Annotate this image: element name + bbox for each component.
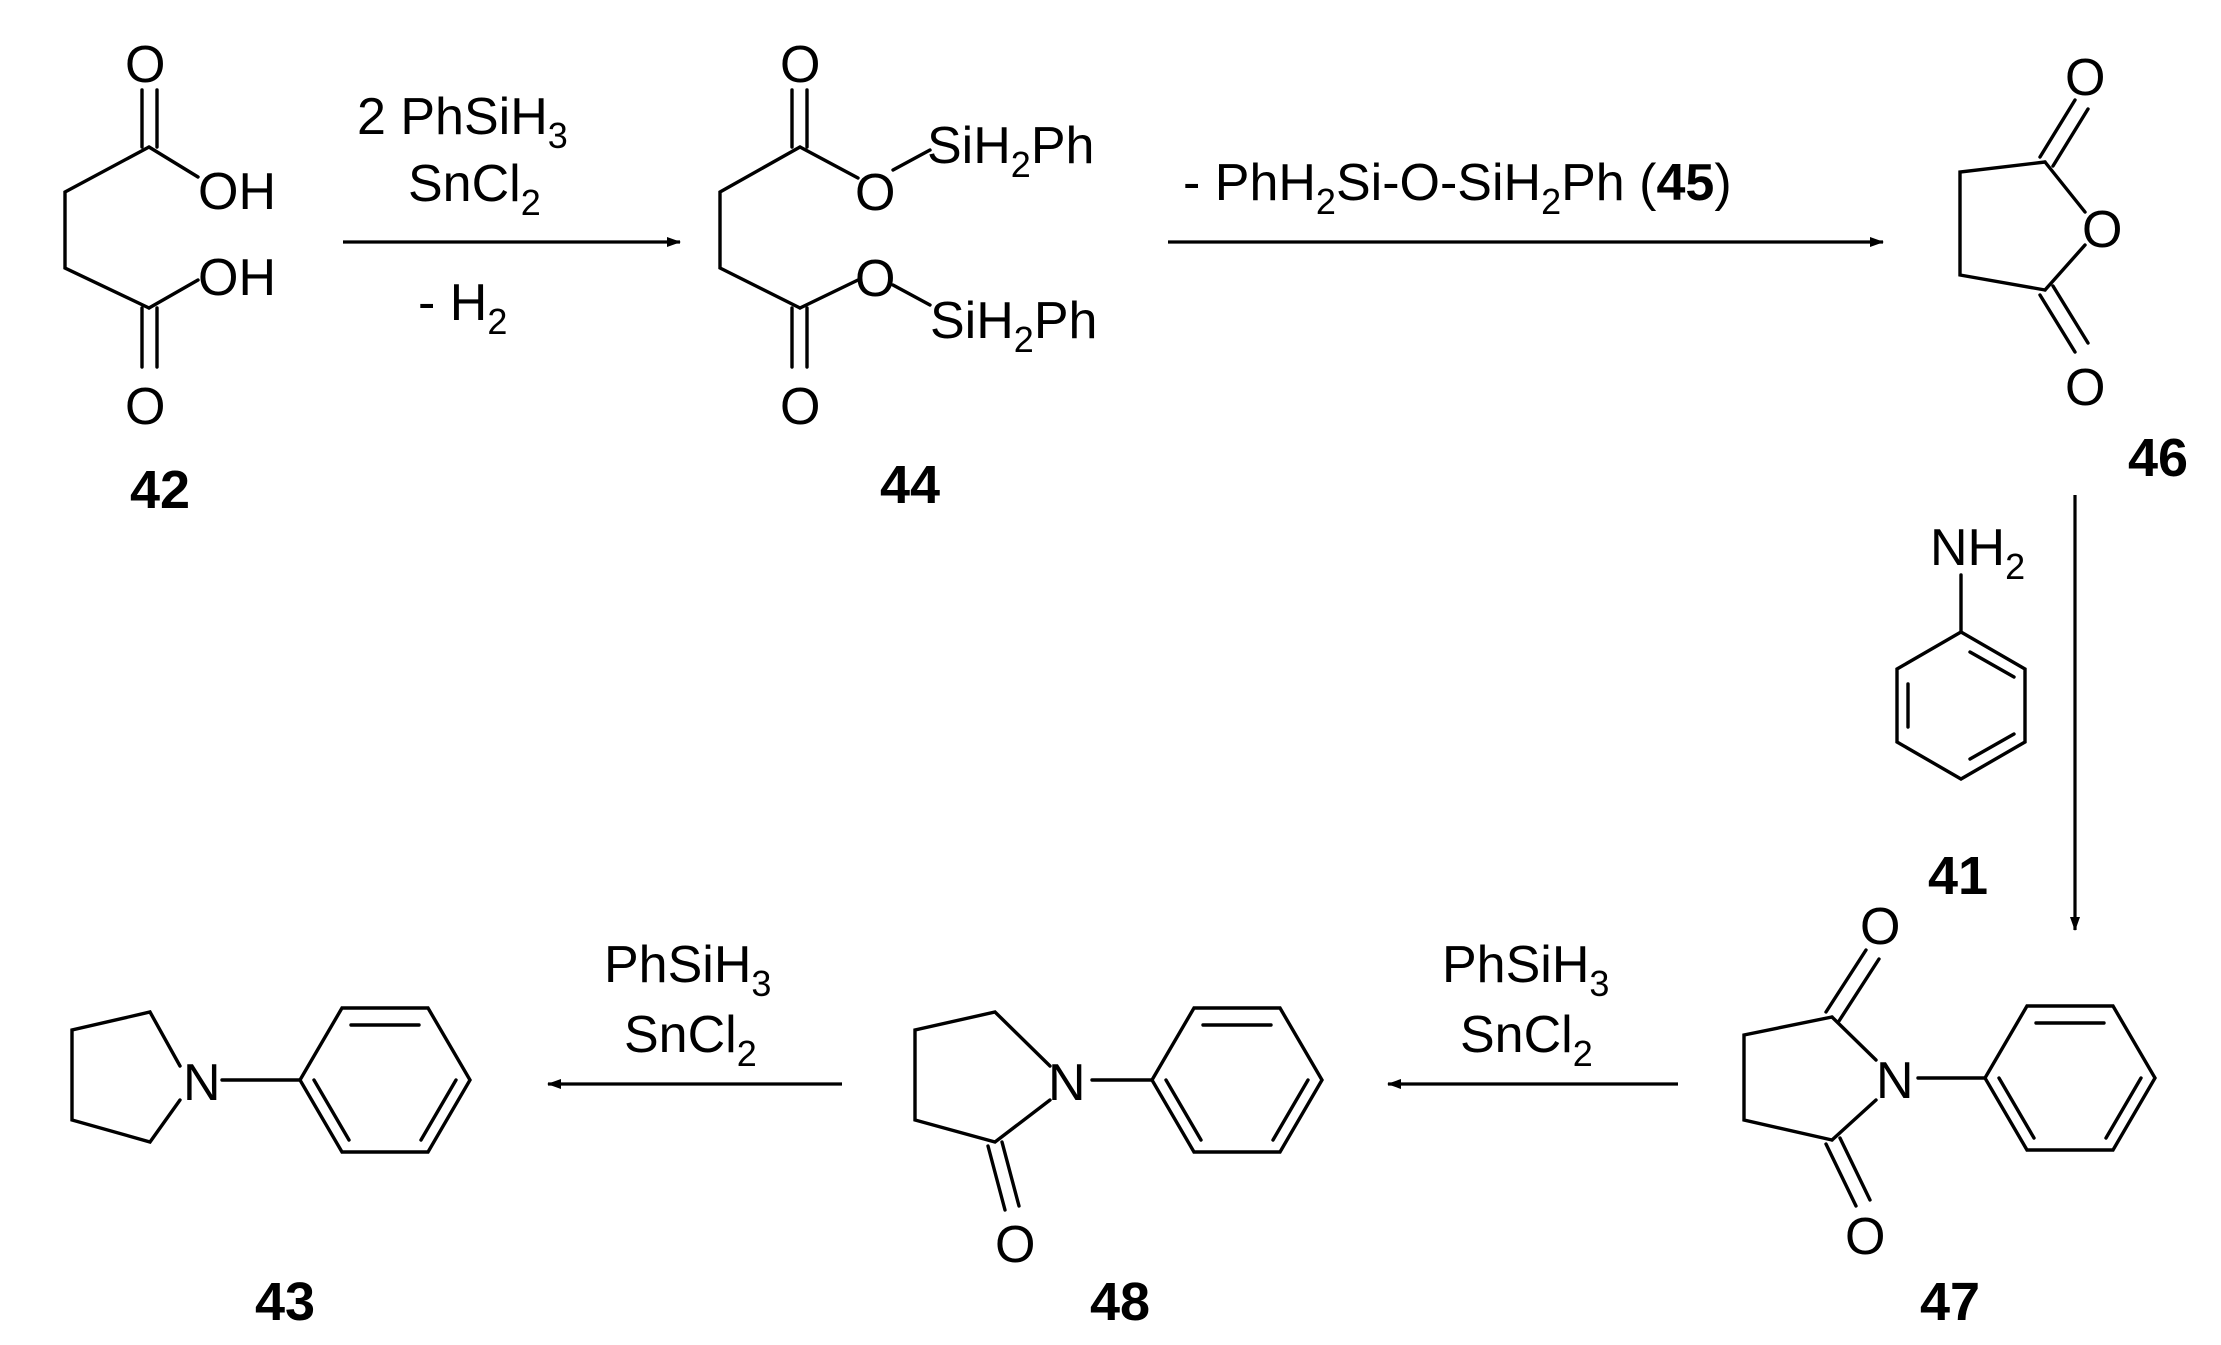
atom-o-42-top: O: [125, 36, 165, 94]
silyl-group-44-lower: SiH2Ph: [930, 292, 1097, 360]
atom-nh2-41: NH2: [1930, 519, 2025, 587]
reagent-step-5-line-1: PhSiH3: [604, 936, 771, 1004]
atom-o-44-lower: O: [855, 250, 895, 308]
reagents-step-1: 2 PhSiH3 SnCl2 - H2: [357, 88, 568, 342]
atom-n-43: N: [183, 1054, 221, 1112]
compound-label-42: 42: [130, 460, 190, 520]
atom-oh-42-lower: OH: [198, 249, 276, 307]
compound-label-43: 43: [255, 1272, 315, 1332]
reagent-step-4-line-1: PhSiH3: [1442, 936, 1609, 1004]
compound-ref-45: 45: [1656, 154, 1714, 212]
atom-oh-42-upper: OH: [198, 163, 276, 221]
reagents-step-4: PhSiH3 SnCl2: [1442, 936, 1609, 1074]
atom-o-47-bottom: O: [1845, 1208, 1885, 1266]
compound-47-n-phenylsuccinimide: O N O 47: [1742, 898, 2157, 1332]
reagents-step-2: - PhH2Si-O-SiH2Ph (45): [1183, 154, 1732, 222]
reagent-step-4-line-2: SnCl2: [1460, 1006, 1593, 1074]
compound-42-succinic-acid: O OH OH O 42: [63, 36, 276, 520]
atom-o-44-upper: O: [855, 164, 895, 222]
atom-o-46-top: O: [2065, 49, 2105, 107]
compound-label-48: 48: [1090, 1272, 1150, 1332]
reagents-step-5: PhSiH3 SnCl2: [604, 936, 771, 1074]
atom-o-42-bottom: O: [125, 378, 165, 436]
atom-o-46-ring: O: [2082, 201, 2122, 259]
compound-label-47: 47: [1920, 1272, 1980, 1332]
compound-label-44: 44: [880, 455, 940, 515]
compound-41-aniline: NH2 41: [1895, 519, 2027, 906]
atom-o-46-bottom: O: [2065, 359, 2105, 417]
compound-46-succinic-anhydride: O O O 46: [1958, 49, 2188, 488]
atom-n-48: N: [1048, 1054, 1086, 1112]
atom-o-47-top: O: [1860, 898, 1900, 956]
compound-44-bis-silyl-ester: O O SiH2Ph O SiH2Ph O 44: [718, 36, 1097, 515]
compound-48-n-phenylpyrrolidinone: N O 48: [913, 1006, 1324, 1332]
compound-label-41: 41: [1928, 846, 1988, 906]
byproduct-step-2: - PhH2Si-O-SiH2Ph (45): [1183, 154, 1732, 222]
compound-label-46: 46: [2128, 428, 2188, 488]
atom-n-47: N: [1876, 1052, 1914, 1110]
atom-o-48: O: [995, 1216, 1035, 1274]
compound-43-n-phenylpyrrolidine: N 43: [70, 1006, 472, 1332]
byproduct-step-1: - H2: [418, 274, 507, 342]
reagent-step-5-line-2: SnCl2: [624, 1006, 757, 1074]
atom-o-44-top: O: [780, 36, 820, 94]
reagent-step-1-line-1: 2 PhSiH3: [357, 88, 568, 156]
atom-o-44-bottom: O: [780, 378, 820, 436]
reagent-step-1-line-2: SnCl2: [408, 155, 541, 223]
silyl-group-44-upper: SiH2Ph: [927, 117, 1094, 185]
